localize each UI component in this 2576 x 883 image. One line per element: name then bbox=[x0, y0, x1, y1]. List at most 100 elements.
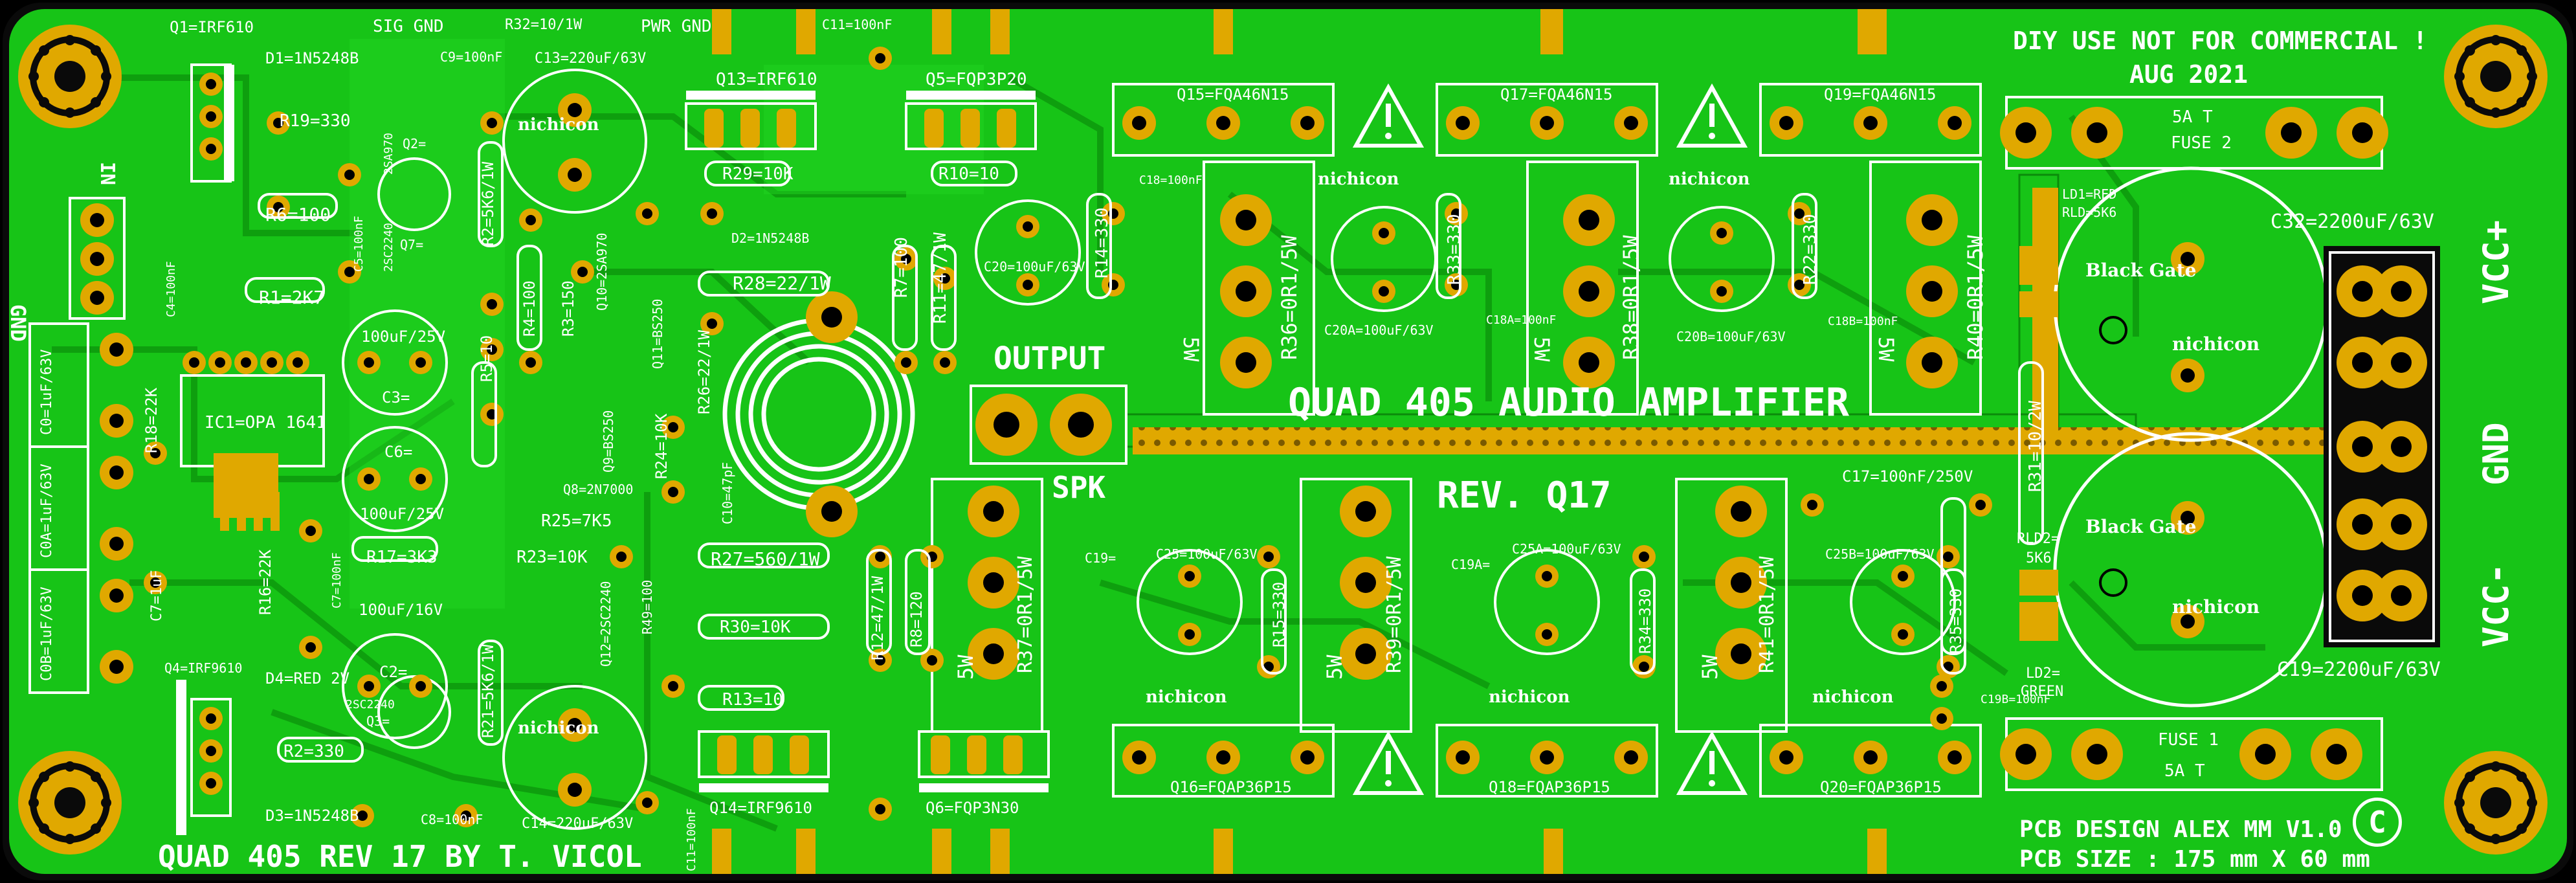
label-r12: R12=47/1W bbox=[869, 576, 887, 660]
label-2sc2240-bottom: 2SC2240 bbox=[346, 698, 395, 711]
label-q13: Q13=IRF610 bbox=[716, 70, 817, 89]
label-r17: R17=3K3 bbox=[366, 548, 438, 567]
q6-footprint bbox=[918, 730, 1050, 792]
warning-icons bbox=[1352, 83, 1748, 795]
copyright-letter: C bbox=[2368, 805, 2386, 840]
label-c20a: C20A=100uF/63V bbox=[1324, 322, 1434, 338]
copyright-mark: C bbox=[2353, 798, 2402, 847]
label-c5: C5=100nF bbox=[352, 216, 366, 272]
label-r19: R19=330 bbox=[280, 111, 351, 131]
label-fuse1-rating: 5A T bbox=[2164, 761, 2205, 781]
brand-nichicon-2: nichicon bbox=[518, 719, 599, 738]
label-5w-3: 5W bbox=[1874, 337, 1898, 362]
label-c19-small: C19= bbox=[1085, 550, 1116, 566]
label-c4: C4=100nF bbox=[164, 261, 178, 317]
label-c3: C3= bbox=[382, 388, 410, 407]
q15-footprint bbox=[1112, 83, 1335, 157]
label-r13: R13=10 bbox=[722, 690, 783, 710]
label-5w-2: 5W bbox=[1529, 337, 1554, 362]
q20-footprint bbox=[1759, 724, 1982, 798]
label-d4: D4=RED 2V bbox=[265, 669, 350, 687]
spk-label: SPK bbox=[1052, 470, 1106, 505]
gnd-label: GND bbox=[2476, 422, 2516, 486]
speaker-terminal bbox=[970, 385, 1127, 465]
label-c32: C32=2200uF/63V bbox=[2271, 210, 2434, 233]
label-q10: Q10=2SA970 bbox=[594, 232, 610, 311]
label-c0: C0=1uF/63V bbox=[39, 349, 55, 435]
q18-footprint bbox=[1436, 724, 1658, 798]
label-r10: R10=10 bbox=[938, 164, 999, 184]
label-r39: R39=0R1/5W bbox=[1383, 556, 1406, 673]
mounting-hole-tr bbox=[2444, 25, 2548, 128]
fuse-1 bbox=[2000, 717, 2383, 791]
zone-2 bbox=[764, 65, 984, 194]
label-r30: R30=10K bbox=[720, 618, 791, 637]
label-r21: R21=5K6/1W bbox=[479, 644, 497, 739]
label-r2: R2=330 bbox=[283, 742, 344, 761]
label-r8: R8=120 bbox=[907, 591, 926, 647]
label-r29: R29=10K bbox=[722, 164, 794, 184]
brand-nichicon-8: nichicon bbox=[2172, 333, 2260, 355]
label-c7-100n: C7=100nF bbox=[330, 552, 344, 609]
mounting-hole-br bbox=[2444, 751, 2548, 855]
label-r3: R3=150 bbox=[559, 280, 577, 337]
label-q18: Q18=FQAP36P15 bbox=[1489, 778, 1610, 796]
label-c17: C17=100nF/250V bbox=[1842, 467, 1973, 486]
label-r15: R15=330 bbox=[1270, 581, 1288, 647]
label-c9: C9=100nF bbox=[440, 49, 503, 65]
board-date: AUG 2021 bbox=[2129, 60, 2248, 89]
label-2sc2240-top: 2SC2240 bbox=[382, 223, 395, 272]
label-r49: R49=100 bbox=[639, 579, 655, 634]
label-c6: C6= bbox=[384, 443, 413, 461]
label-5w-4: 5W bbox=[953, 654, 978, 680]
label-r1: R1=2K7 bbox=[259, 287, 325, 308]
sig-gnd-label: SIG GND bbox=[373, 17, 444, 36]
label-c7: C7=1uF bbox=[149, 570, 165, 621]
label-c19b: C19B=100nF bbox=[1981, 693, 2051, 706]
label-c11: C11=100nF bbox=[822, 17, 893, 32]
label-c8: C8=100nF bbox=[421, 812, 483, 827]
top-edge-pads bbox=[712, 9, 1887, 874]
brand-nichicon-7: nichicon bbox=[1812, 687, 1894, 707]
label-r23: R23=10K bbox=[516, 548, 588, 567]
label-rld2-value: 5K6 bbox=[2026, 550, 2052, 566]
label-r40: R40=0R1/5W bbox=[1963, 235, 1988, 360]
label-fuse2-rating: 5A T bbox=[2172, 107, 2213, 127]
label-d3: D3=1N5248B bbox=[265, 807, 359, 825]
q1-footprint bbox=[190, 63, 234, 183]
label-q12: Q12=2SC2240 bbox=[598, 581, 614, 667]
label-r38: R38=0R1/5W bbox=[1619, 235, 1643, 360]
label-q5: Q5=FQP3P20 bbox=[926, 70, 1027, 89]
board-title: QUAD 405 AUDIO AMPLIFIER bbox=[1288, 380, 1849, 425]
label-q14: Q14=IRF9610 bbox=[709, 799, 812, 817]
label-c0a: C0A=1uF/63V bbox=[39, 464, 55, 558]
label-rld1: RLD=5K6 bbox=[2062, 205, 2117, 220]
in-left-label: IN bbox=[96, 162, 118, 186]
label-ld2-value: GREEN bbox=[2021, 684, 2064, 700]
label-c19a: C19A= bbox=[1451, 557, 1491, 572]
power-terminal bbox=[2324, 246, 2440, 647]
label-c13: C13=220uF/63V bbox=[535, 50, 647, 67]
vcc-minus-label: VCC- bbox=[2476, 563, 2516, 647]
coil-pad-bottom bbox=[806, 486, 858, 537]
label-r24: R24=10K bbox=[652, 413, 671, 479]
label-d1: D1=1N5248B bbox=[265, 49, 359, 67]
brand-nichicon-4: nichicon bbox=[1669, 170, 1750, 189]
label-r31: R31=10/2W bbox=[2026, 401, 2045, 492]
label-c0b: C0B=1uF/63V bbox=[39, 587, 55, 681]
label-c10: C10=47pF bbox=[720, 462, 735, 524]
label-r4: R4=100 bbox=[520, 280, 539, 337]
label-r6: R6=100 bbox=[265, 204, 331, 225]
brand-nichicon-1: nichicon bbox=[518, 115, 599, 135]
label-r37: R37=0R1/5W bbox=[1014, 556, 1037, 673]
label-q8: Q8=2N7000 bbox=[563, 482, 634, 497]
q4-footprint bbox=[176, 680, 232, 835]
label-q1: Q1=IRF610 bbox=[170, 18, 254, 36]
label-c14: C14=220uF/63V bbox=[522, 816, 634, 832]
ic1-footprint bbox=[180, 351, 325, 531]
label-r36: R36=0R1/5W bbox=[1277, 235, 1302, 360]
board-credit: QUAD 405 REV 17 BY T. VICOL bbox=[158, 839, 642, 874]
board-design: PCB DESIGN ALEX MM V1.0 bbox=[2019, 816, 2342, 843]
board-notice: DIY USE NOT FOR COMMERCIAL ! bbox=[2013, 27, 2428, 55]
label-ld1: LD1=RED bbox=[2062, 186, 2117, 202]
